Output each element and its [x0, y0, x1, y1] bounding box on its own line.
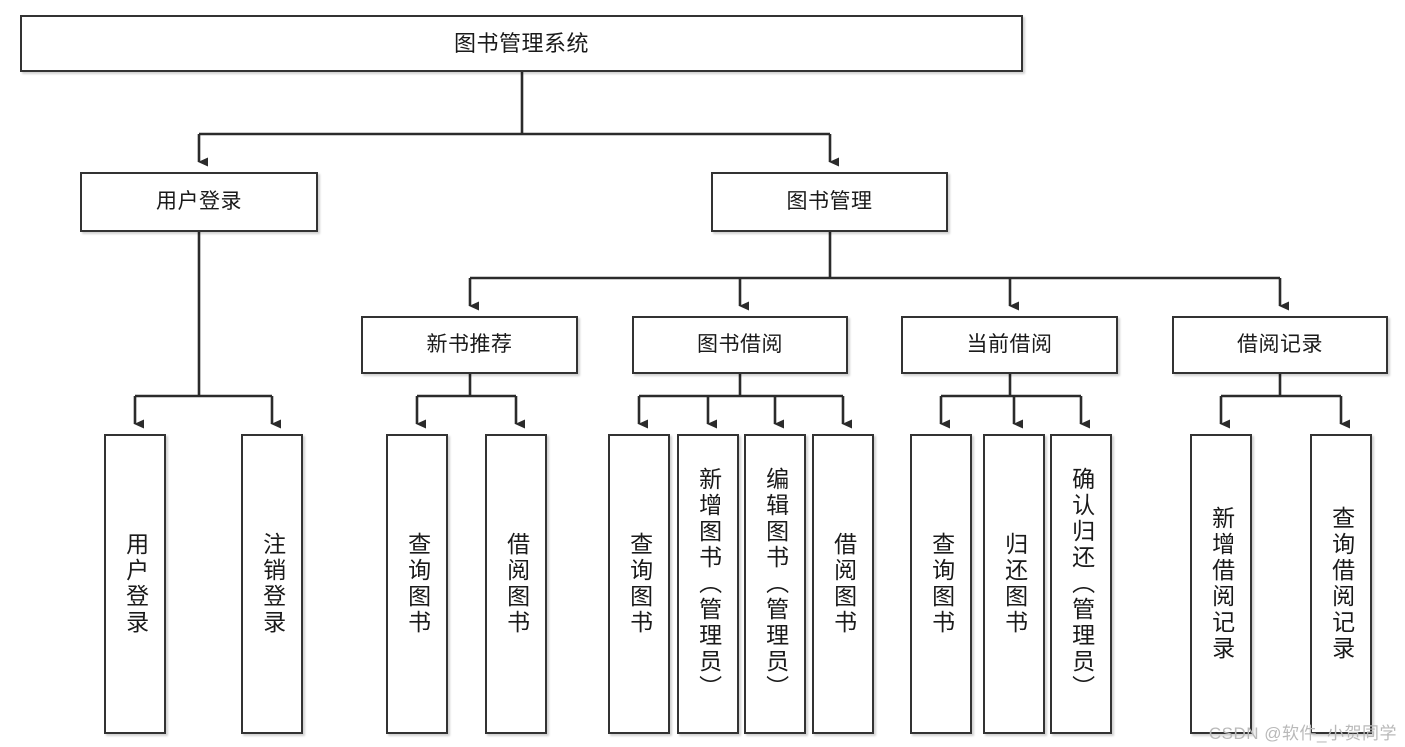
node-user-login[interactable]: 用户登录 — [80, 172, 318, 232]
node-label: 归还图书 — [1001, 532, 1028, 636]
node-label: 图书管理系统 — [453, 30, 589, 56]
node-label: 图书借阅 — [697, 332, 783, 356]
node-leaf-return[interactable]: 归还图书 — [983, 434, 1045, 734]
node-leaf-query-1[interactable]: 查询图书 — [386, 434, 448, 734]
node-label: 查询图书 — [928, 532, 955, 636]
node-label: 查询图书 — [626, 532, 653, 636]
node-leaf-query-rec[interactable]: 查询借阅记录 — [1310, 434, 1372, 734]
node-book-borrow[interactable]: 图书借阅 — [632, 316, 848, 374]
node-label: 新增图书（管理员） — [695, 467, 722, 701]
node-label: 编辑图书（管理员） — [762, 467, 789, 701]
node-label: 查询图书 — [404, 532, 431, 636]
node-label: 借阅记录 — [1237, 332, 1323, 356]
node-label: 借阅图书 — [830, 532, 857, 636]
node-leaf-user-login[interactable]: 用户登录 — [104, 434, 166, 734]
node-label: 图书管理 — [786, 189, 873, 213]
node-label: 新增借阅记录 — [1208, 506, 1235, 662]
watermark-text: CSDN @软件_小贺同学 — [1208, 724, 1397, 743]
node-leaf-add-book[interactable]: 新增图书（管理员） — [677, 434, 739, 734]
node-borrow-record[interactable]: 借阅记录 — [1172, 316, 1388, 374]
node-label: 查询借阅记录 — [1328, 506, 1355, 662]
node-label: 当前借阅 — [966, 332, 1053, 356]
node-label: 注销登录 — [259, 532, 286, 636]
node-leaf-query-2[interactable]: 查询图书 — [608, 434, 670, 734]
node-book-manage[interactable]: 图书管理 — [711, 172, 948, 232]
node-label: 确认归还（管理员） — [1068, 467, 1095, 701]
node-label: 新书推荐 — [426, 332, 513, 356]
node-leaf-borrow-2[interactable]: 借阅图书 — [812, 434, 874, 734]
node-root[interactable]: 图书管理系统 — [20, 15, 1023, 72]
node-label: 用户登录 — [156, 189, 242, 213]
node-leaf-borrow-1[interactable]: 借阅图书 — [485, 434, 547, 734]
node-new-book-rec[interactable]: 新书推荐 — [361, 316, 578, 374]
node-leaf-add-rec[interactable]: 新增借阅记录 — [1190, 434, 1252, 734]
node-leaf-confirm[interactable]: 确认归还（管理员） — [1050, 434, 1112, 734]
node-leaf-query-3[interactable]: 查询图书 — [910, 434, 972, 734]
node-leaf-edit-book[interactable]: 编辑图书（管理员） — [744, 434, 806, 734]
node-current-borrow[interactable]: 当前借阅 — [901, 316, 1118, 374]
node-label: 借阅图书 — [503, 532, 530, 636]
node-label: 用户登录 — [122, 532, 149, 636]
node-leaf-logout[interactable]: 注销登录 — [241, 434, 303, 734]
